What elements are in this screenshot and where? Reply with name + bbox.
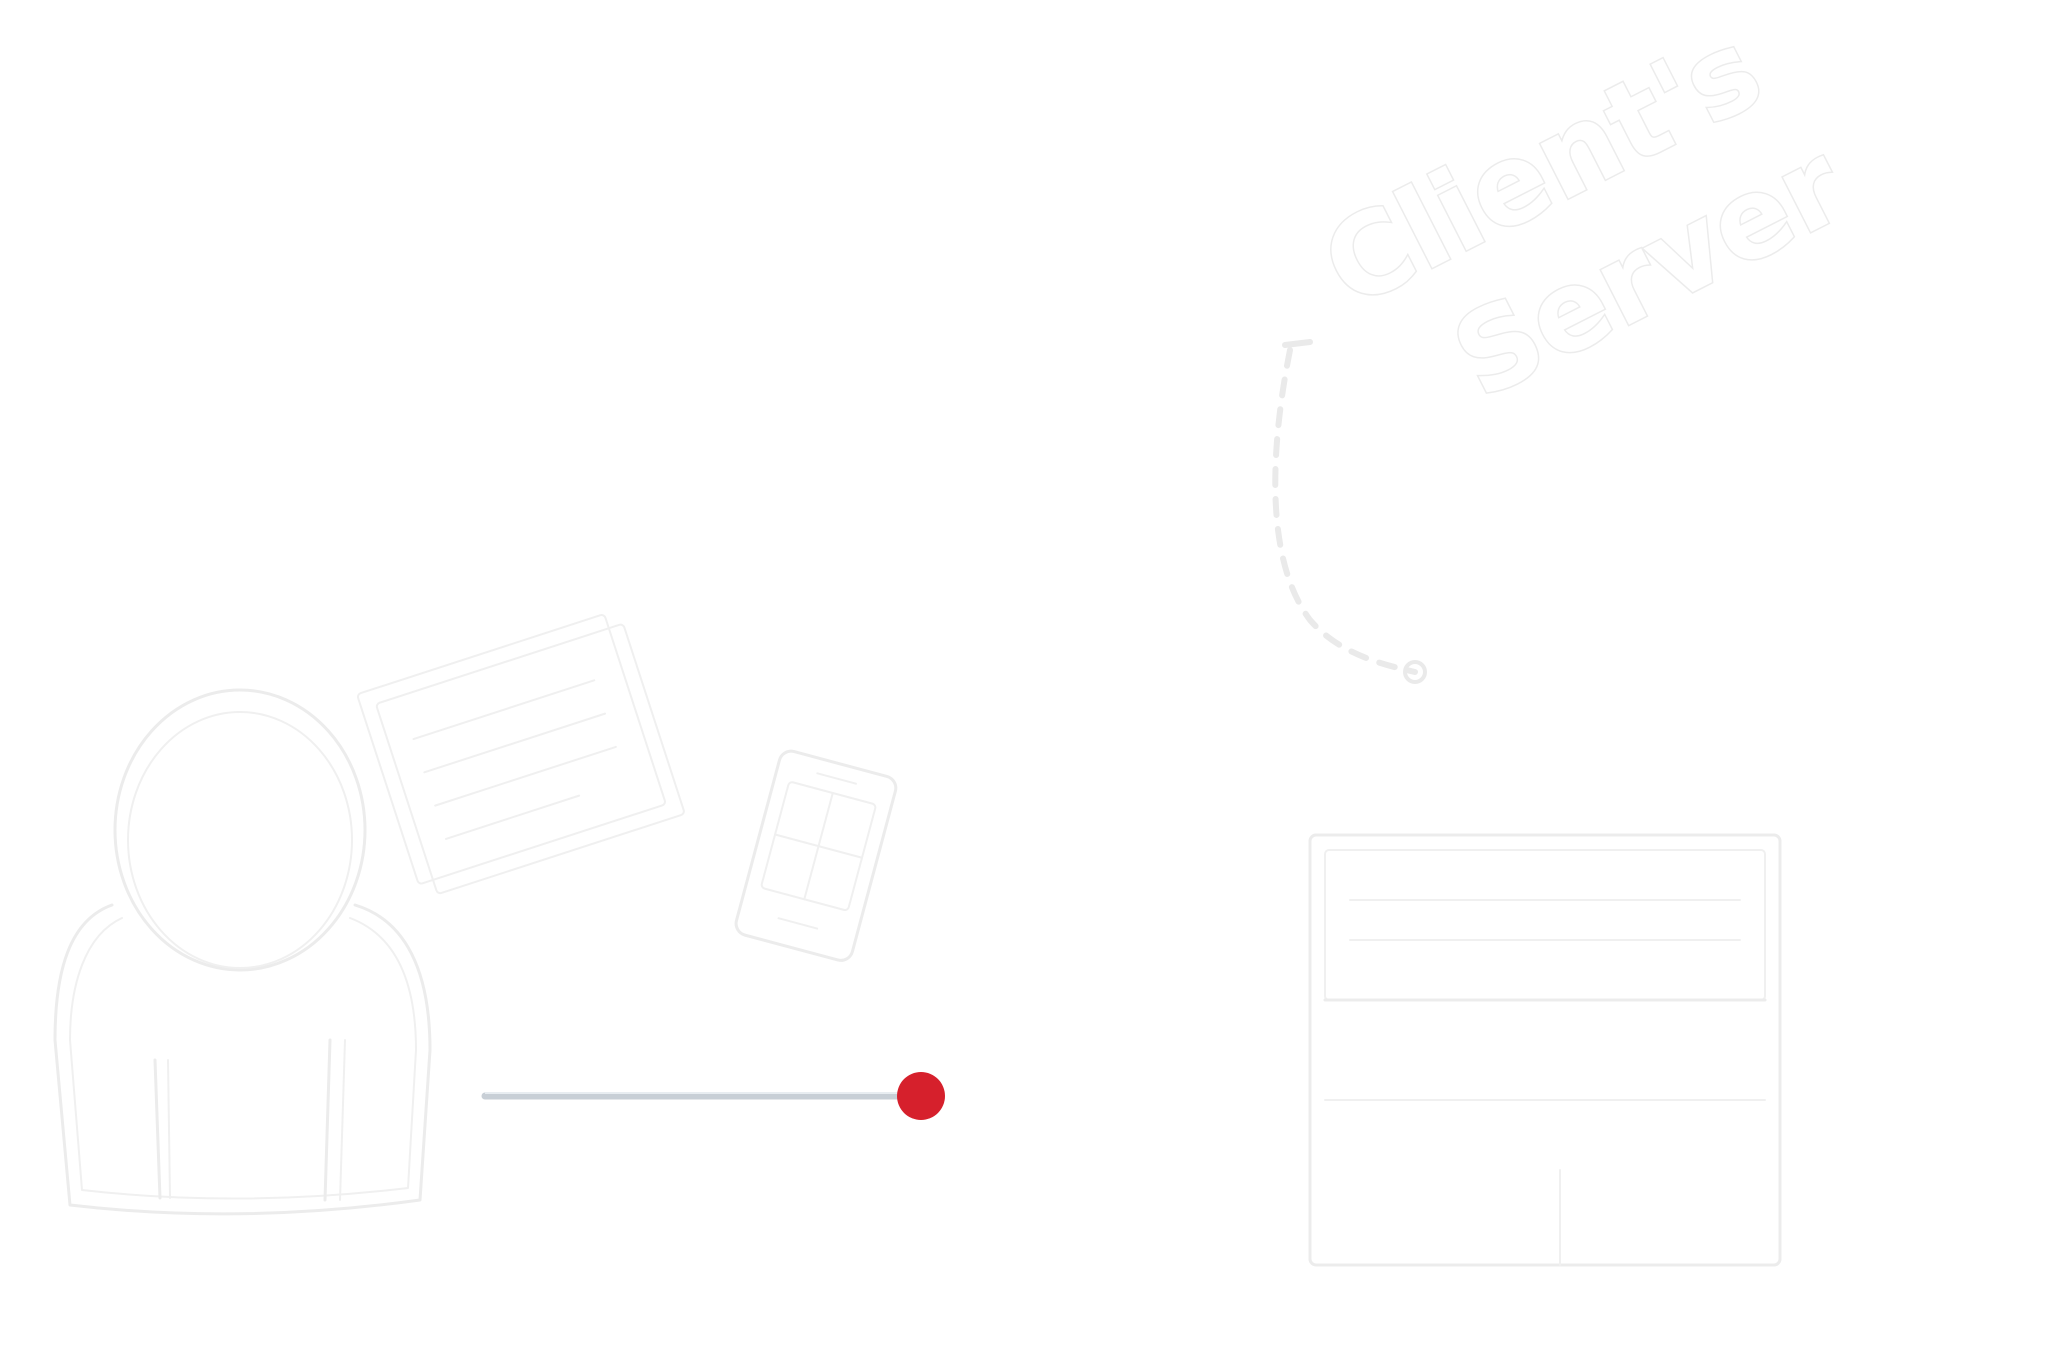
- mobile-phone-icon: [734, 749, 898, 962]
- server-icon: [1308, 833, 1782, 1267]
- arc-start-tick: [1282, 339, 1313, 348]
- server-label: Client's Server: [1302, 3, 1865, 426]
- arc-end-dot: [1403, 660, 1427, 684]
- documents-icon: [356, 614, 685, 895]
- progress-marker[interactable]: [897, 1072, 945, 1120]
- person-icon: [53, 688, 432, 1216]
- dashed-arc: [1272, 347, 1418, 675]
